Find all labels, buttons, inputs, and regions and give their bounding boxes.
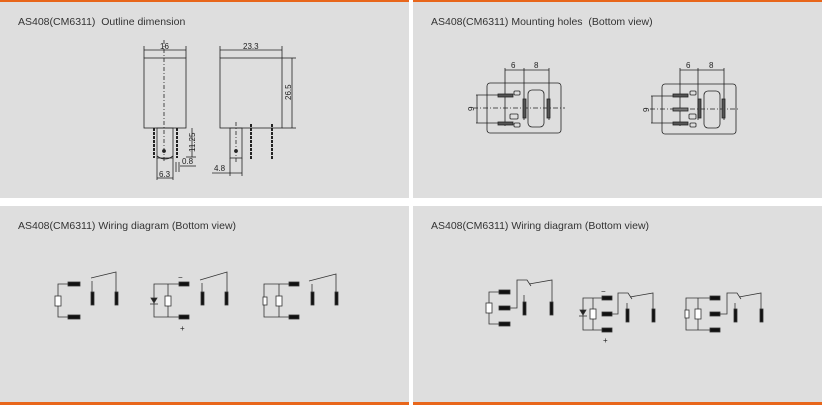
wiring-variant-resistor bbox=[262, 273, 339, 320]
dim-11-25: 11.25 bbox=[188, 132, 197, 152]
panel-title: AS408(CM6311) Wiring diagram (Bottom vie… bbox=[431, 220, 650, 232]
wiring-variant-resistor bbox=[684, 292, 764, 333]
outline-drawing: 16 11.25 0.8 6.3 23.3 26.5 4.8 bbox=[143, 40, 296, 180]
dim-23-3: 23.3 bbox=[243, 42, 259, 51]
wiring-variant-plain bbox=[54, 271, 119, 320]
dim-8: 8 bbox=[709, 61, 714, 70]
dim-26-5: 26.5 bbox=[284, 84, 293, 100]
mounting-holes-panel: AS408(CM6311) Mounting holes (Bottom vie… bbox=[413, 0, 822, 198]
minus-terminal: − bbox=[178, 273, 183, 282]
wiring-variant-diode: − + bbox=[579, 287, 656, 345]
mounting-view-left: 6 8 9 bbox=[467, 61, 565, 134]
dim-9: 9 bbox=[642, 107, 651, 112]
wiring-variant-plain bbox=[485, 279, 554, 327]
mounting-drawing: 6 8 9 6 8 9 bbox=[467, 61, 740, 135]
wiring-diagram-panel-right: AS408(CM6311) Wiring diagram (Bottom vie… bbox=[413, 206, 822, 405]
wiring-variant-diode: − + bbox=[150, 271, 229, 333]
dim-6: 6 bbox=[686, 61, 691, 70]
wiring-drawing-right: − + bbox=[485, 279, 764, 345]
dim-16: 16 bbox=[160, 42, 169, 51]
dim-6-3: 6.3 bbox=[159, 170, 171, 179]
plus-terminal: + bbox=[180, 324, 185, 333]
panel-title: AS408(CM6311) Outline dimension bbox=[18, 16, 186, 28]
wiring-diagram-panel-left: AS408(CM6311) Wiring diagram (Bottom vie… bbox=[0, 206, 409, 405]
wiring-drawing-left: − + bbox=[54, 271, 339, 333]
dim-6: 6 bbox=[511, 61, 516, 70]
dim-8: 8 bbox=[534, 61, 539, 70]
outline-dimension-panel: AS408(CM6311) Outline dimension 16 11.25… bbox=[0, 0, 409, 198]
dim-9: 9 bbox=[467, 106, 476, 111]
plus-terminal: + bbox=[603, 336, 608, 345]
panel-title: AS408(CM6311) Wiring diagram (Bottom vie… bbox=[18, 220, 237, 232]
dim-4-8: 4.8 bbox=[214, 164, 226, 173]
panel-title: AS408(CM6311) Mounting holes (Bottom vie… bbox=[431, 16, 653, 28]
minus-terminal: − bbox=[601, 287, 606, 296]
dim-0-8: 0.8 bbox=[182, 157, 194, 166]
mounting-view-right: 6 8 9 bbox=[642, 61, 740, 135]
